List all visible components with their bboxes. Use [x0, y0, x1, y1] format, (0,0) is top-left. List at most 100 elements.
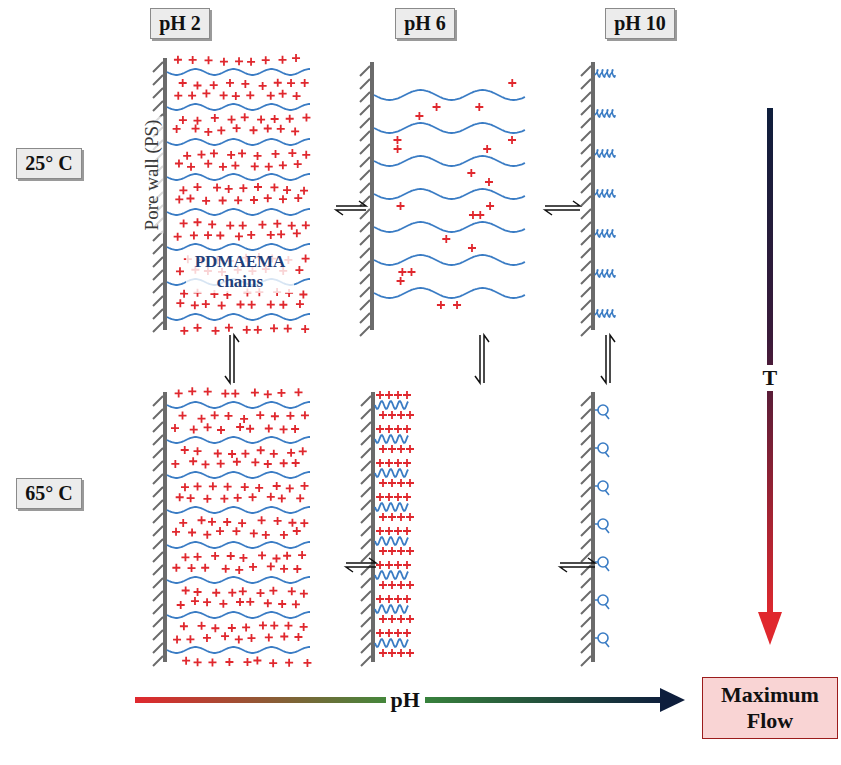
globule-chain: [598, 481, 608, 491]
charge-plus: [469, 211, 477, 219]
charge-plus: [238, 519, 246, 527]
result-box: Maximum Flow: [702, 677, 838, 740]
charge-plus: [173, 125, 181, 133]
charge-plus: [277, 125, 285, 133]
wall-hatch: [361, 500, 371, 510]
charge-plus: [393, 136, 401, 144]
charge-plus: [203, 634, 211, 642]
pore-wall: [581, 62, 593, 336]
wall-hatch: [153, 591, 163, 601]
charge-plus: [241, 80, 249, 88]
polymer-chain: [374, 90, 525, 100]
charge-plus: [279, 195, 287, 203]
charge-plus: [376, 425, 384, 433]
charge-plus: [203, 495, 211, 503]
globule-chain: [598, 595, 608, 605]
wall-hatch: [581, 513, 591, 523]
charge-plus: [172, 564, 180, 572]
charge-plus: [278, 600, 286, 608]
half-arrow: [601, 335, 615, 383]
charge-plus: [258, 551, 266, 559]
charge-plus: [219, 163, 227, 171]
wall-hatch: [581, 326, 591, 336]
charge-plus: [388, 411, 396, 419]
charge-plus: [210, 149, 218, 157]
charge-plus: [508, 136, 516, 144]
wall-hatch: [361, 604, 371, 614]
charge-plus: [179, 412, 187, 420]
charge-plus: [403, 425, 411, 433]
wall-hatch: [581, 474, 591, 484]
charge-plus: [221, 632, 229, 640]
polymer-chain: [375, 401, 408, 409]
charge-plus: [213, 184, 221, 192]
wall-hatch: [581, 157, 591, 167]
charge-plus: [189, 457, 197, 465]
charge-plus: [174, 233, 182, 241]
charge-plus: [279, 56, 287, 64]
charge-plus: [203, 598, 211, 606]
polymer-chain: [167, 647, 310, 653]
charge-plus: [264, 390, 272, 398]
wall-hatch: [581, 300, 591, 310]
wall-hatch: [153, 244, 163, 254]
charge-plus: [246, 91, 254, 99]
wall-hatch: [581, 539, 591, 549]
charge-plus: [385, 391, 393, 399]
polymer-chain: [374, 288, 525, 298]
wall-hatch: [361, 617, 371, 627]
wall-hatch: [153, 656, 163, 666]
globule-chain: [598, 519, 608, 529]
charge-plus: [267, 562, 275, 570]
charge-plus: [296, 300, 304, 308]
wall-hatch: [581, 591, 591, 601]
polymer-chain: [167, 209, 310, 215]
charge-plus: [376, 629, 384, 637]
charge-plus: [218, 302, 226, 310]
wall-hatch: [153, 643, 163, 653]
chain-label: PDMAEMA chains: [186, 251, 294, 294]
charge-plus: [250, 196, 258, 204]
wall-hatch: [581, 66, 591, 76]
wall-hatch: [361, 656, 371, 666]
charge-plus: [379, 479, 387, 487]
charge-plus: [264, 599, 272, 607]
charge-plus: [385, 527, 393, 535]
charge-plus: [376, 561, 384, 569]
charge-plus: [194, 482, 202, 490]
charge-plus: [403, 595, 411, 603]
charge-plus: [194, 588, 202, 596]
charge-plus: [285, 659, 293, 667]
charge-plus: [293, 527, 301, 535]
wall-hatch: [581, 144, 591, 154]
wall-hatch: [361, 552, 371, 562]
pore-wall: [360, 62, 372, 336]
collapsed-chain: [595, 110, 615, 118]
charge-plus: [287, 79, 295, 87]
charge-plus: [171, 424, 179, 432]
wall-hatch: [581, 274, 591, 284]
wall-hatch: [360, 157, 370, 167]
charge-plus: [243, 658, 251, 666]
wall-hatch: [361, 396, 371, 406]
charge-plus: [204, 388, 212, 396]
wall-hatch: [581, 235, 591, 245]
charge-plus: [388, 581, 396, 589]
charge-plus: [203, 531, 211, 539]
charge-plus: [255, 484, 263, 492]
charge-plus: [394, 629, 402, 637]
charge-plus: [250, 126, 258, 134]
polymer-chain: [374, 123, 525, 133]
charge-plus: [194, 447, 202, 455]
charge-plus: [241, 450, 249, 458]
charge-plus: [292, 459, 300, 467]
charge-plus: [228, 116, 236, 124]
charge-plus: [300, 590, 308, 598]
charge-plus: [208, 220, 216, 228]
charge-plus: [397, 615, 405, 623]
charge-plus: [376, 459, 384, 467]
charge-plus: [295, 388, 303, 396]
polymer-chain: [167, 69, 310, 75]
charge-plus: [270, 324, 278, 332]
charge-plus: [407, 268, 415, 276]
